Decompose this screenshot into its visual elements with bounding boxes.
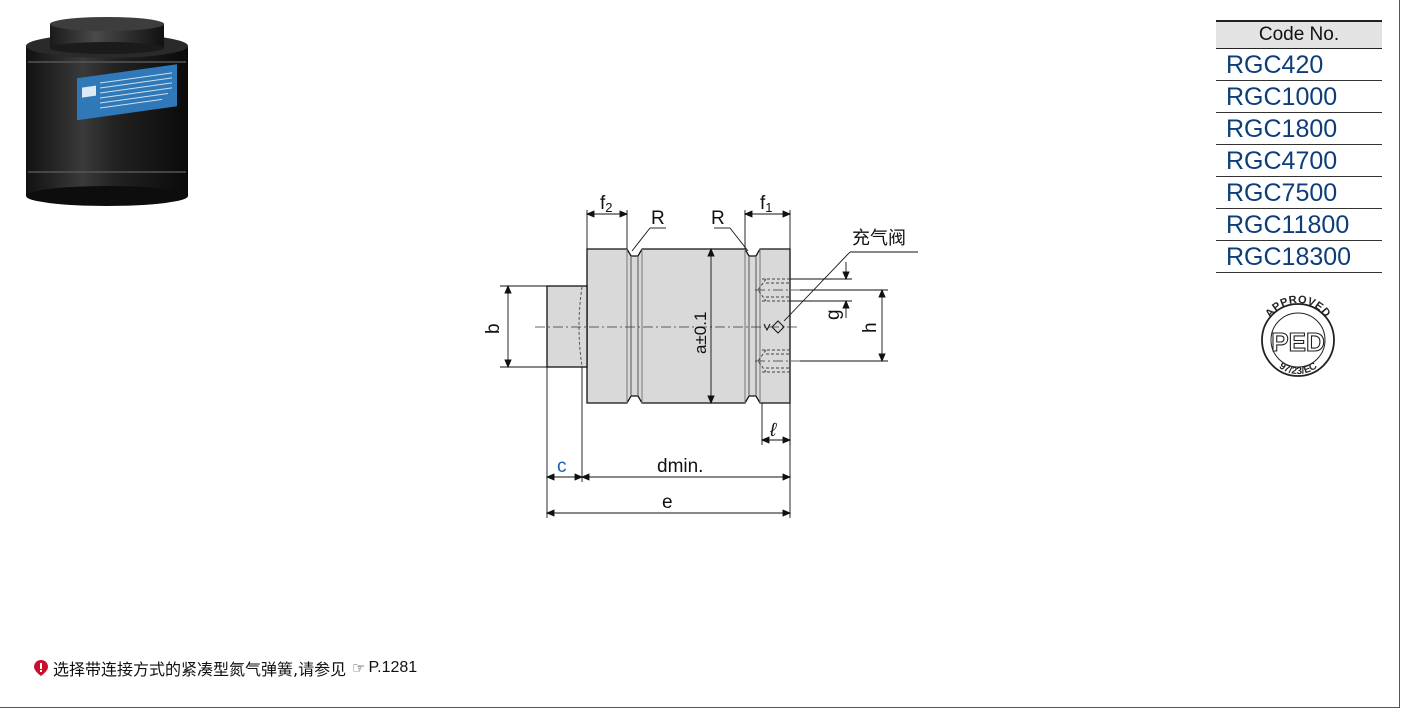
product-photo: [26, 17, 188, 206]
code-table-header: Code No.: [1216, 20, 1382, 49]
code-row[interactable]: RGC4700: [1216, 145, 1382, 177]
e-label: e: [662, 492, 673, 513]
technical-drawing: f2 f1 R R 充气阀 a±0.1 b g h ℓ c dmin. e: [483, 193, 918, 518]
dmin-label: dmin.: [657, 456, 703, 477]
b-label: b: [483, 323, 504, 334]
ped-approved-logo: APPROVED PED 97/23/EC: [1261, 294, 1335, 378]
a-label: a±0.1: [691, 312, 710, 354]
page-reference-link[interactable]: P.1281: [368, 659, 418, 676]
code-row[interactable]: RGC18300: [1216, 241, 1382, 273]
f1-label: f1: [760, 193, 773, 215]
h-label: h: [860, 322, 881, 333]
svg-text:PED: PED: [1271, 327, 1324, 357]
pointing-hand-icon: ☞: [352, 659, 366, 677]
code-row[interactable]: RGC420: [1216, 49, 1382, 81]
code-row[interactable]: RGC1800: [1216, 113, 1382, 145]
reference-note: 选择带连接方式的紧凑型氮气弹簧,请参见 ☞ P.1281: [33, 656, 417, 680]
note-text: 选择带连接方式的紧凑型氮气弹簧,请参见: [53, 660, 347, 679]
code-row[interactable]: RGC11800: [1216, 209, 1382, 241]
c-label: c: [557, 456, 567, 477]
code-number-table: Code No. RGC420 RGC1000 RGC1800 RGC4700 …: [1216, 20, 1382, 273]
location-pin-icon: [34, 660, 48, 676]
r-left-label: R: [651, 208, 665, 229]
svg-text:97/23/EC: 97/23/EC: [1277, 361, 1319, 378]
code-row[interactable]: RGC7500: [1216, 177, 1382, 209]
g-label: g: [823, 309, 844, 320]
valve-label: 充气阀: [852, 228, 906, 249]
r-right-label: R: [711, 208, 725, 229]
svg-text:APPROVED: APPROVED: [1263, 294, 1333, 320]
code-row[interactable]: RGC1000: [1216, 81, 1382, 113]
l-label: ℓ: [769, 420, 777, 441]
f2-label: f2: [600, 193, 613, 215]
